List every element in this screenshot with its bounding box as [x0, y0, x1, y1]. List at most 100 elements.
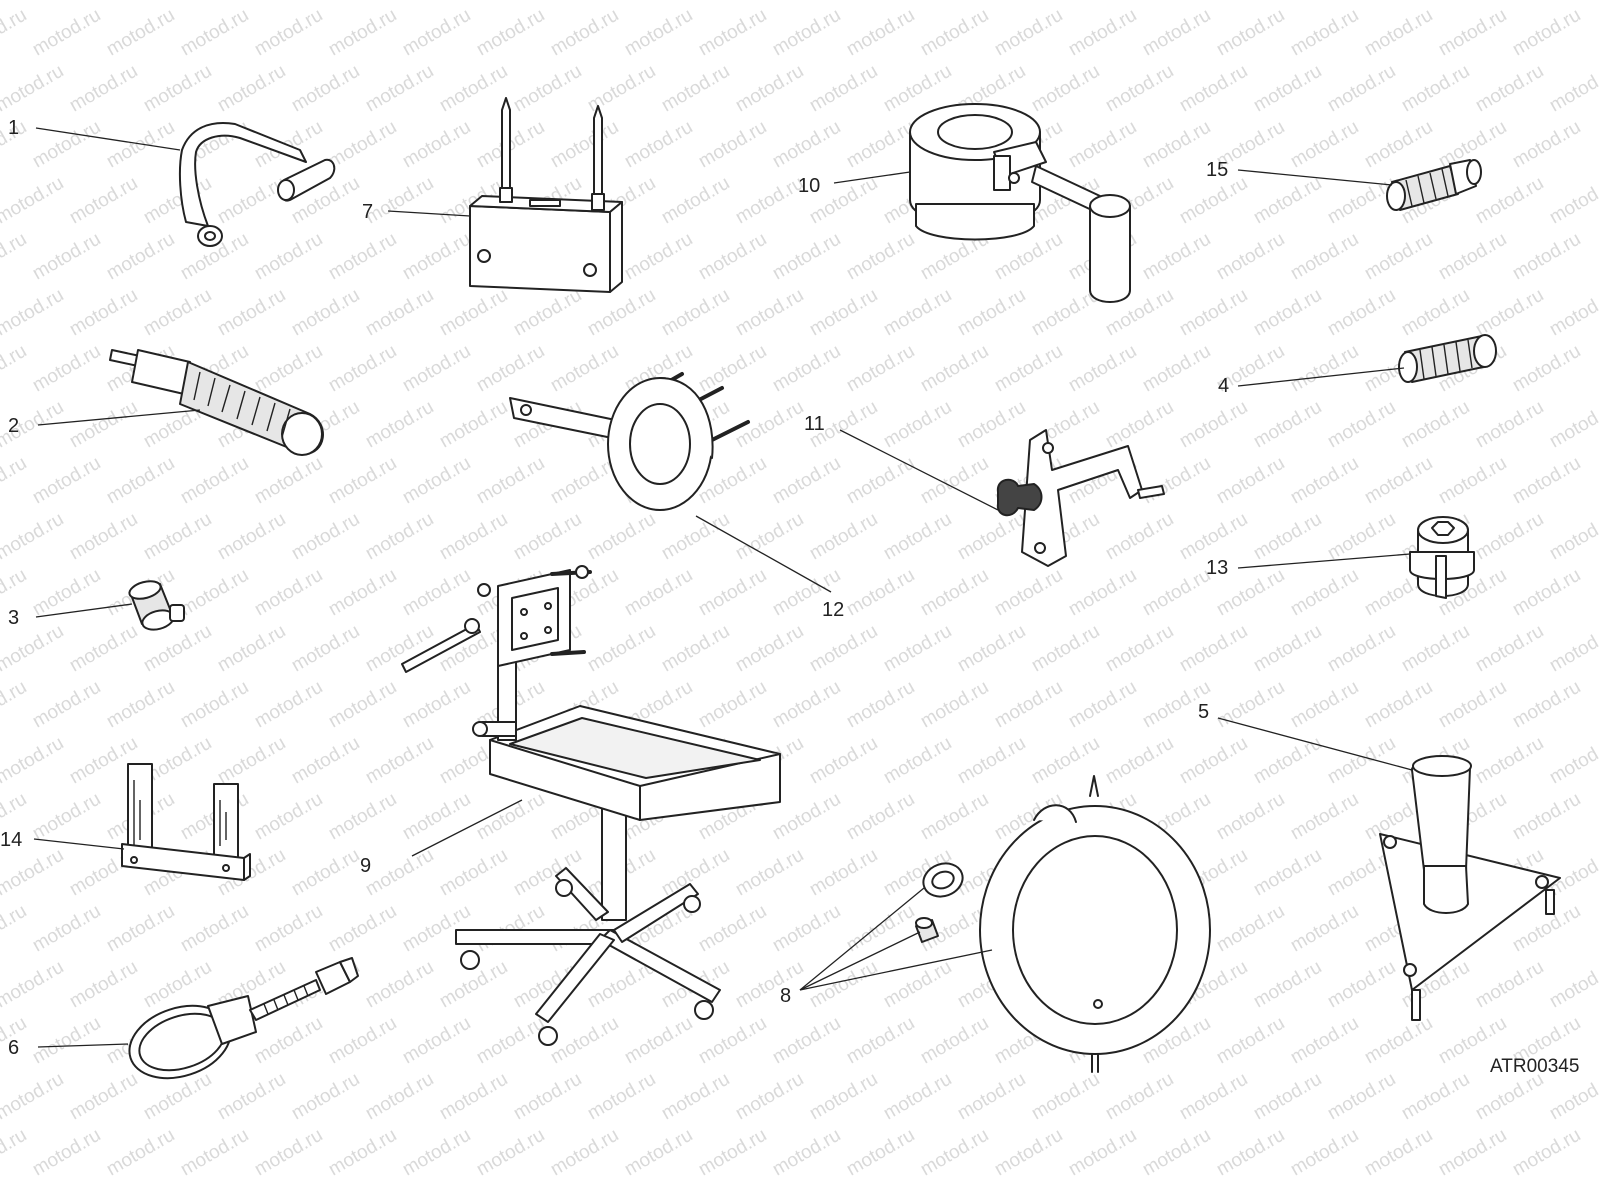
watermark-text: motod.ru [695, 901, 770, 957]
watermark-text: motod.ru [658, 621, 733, 677]
tool-5-triangle-base [1379, 755, 1561, 1021]
watermark-text: motod.ru [1472, 733, 1547, 789]
watermark-text: motod.ru [214, 621, 289, 677]
watermark-text: motod.ru [288, 61, 363, 117]
watermark-text: motod.ru [0, 341, 30, 397]
callout-15: 15 [1206, 159, 1228, 181]
watermark-text: motod.ru [991, 1125, 1066, 1181]
watermark-text: motod.ru [399, 453, 474, 509]
watermark-text: motod.ru [1509, 341, 1584, 397]
watermark-text: motod.ru [0, 285, 67, 341]
watermark-text: motod.ru [325, 341, 400, 397]
watermark-text: motod.ru [214, 733, 289, 789]
watermark-text: motod.ru [1509, 5, 1584, 61]
watermark-text: motod.ru [1361, 677, 1436, 733]
watermark-text: motod.ru [436, 509, 511, 565]
watermark-text: motod.ru [1287, 5, 1362, 61]
watermark-text: motod.ru [806, 1069, 881, 1125]
watermark-text: motod.ru [251, 341, 326, 397]
watermark-text: motod.ru [1139, 229, 1214, 285]
tool-6-strap-wrench [128, 957, 359, 1080]
watermark-text: motod.ru [29, 565, 104, 621]
watermark-text: motod.ru [1435, 5, 1510, 61]
watermark-text: motod.ru [547, 341, 622, 397]
watermark-text: motod.ru [917, 1125, 992, 1181]
watermark-text: motod.ru [1324, 957, 1399, 1013]
watermark-text: motod.ru [325, 901, 400, 957]
watermark-text: motod.ru [251, 789, 326, 845]
watermark-text: motod.ru [1472, 621, 1547, 677]
watermark-text: motod.ru [103, 677, 178, 733]
watermark-text: motod.ru [1176, 733, 1251, 789]
watermark-text: motod.ru [177, 453, 252, 509]
watermark-text: motod.ru [1139, 117, 1214, 173]
watermark-text: motod.ru [1065, 1125, 1140, 1181]
watermark-text: motod.ru [806, 845, 881, 901]
tool-3-knurled-sleeve [128, 580, 185, 631]
watermark-text: motod.ru [29, 901, 104, 957]
watermark-text: motod.ru [1546, 1069, 1600, 1125]
watermark-text: motod.ru [1435, 677, 1510, 733]
watermark-text: motod.ru [1102, 397, 1177, 453]
watermark-text: motod.ru [1435, 1125, 1510, 1181]
watermark-text: motod.ru [140, 61, 215, 117]
watermark-text: motod.ru [1472, 957, 1547, 1013]
watermark-text: motod.ru [177, 1125, 252, 1181]
watermark-text: motod.ru [473, 341, 548, 397]
watermark-text: motod.ru [732, 845, 807, 901]
watermark-text: motod.ru [251, 901, 326, 957]
watermark-text: motod.ru [769, 677, 844, 733]
watermark-text: motod.ru [769, 5, 844, 61]
watermark-text: motod.ru [732, 173, 807, 229]
watermark-text: motod.ru [1250, 285, 1325, 341]
watermark-text: motod.ru [510, 1069, 585, 1125]
watermark-text: motod.ru [362, 733, 437, 789]
watermark-text: motod.ru [621, 565, 696, 621]
watermark-text: motod.ru [1509, 117, 1584, 173]
watermark-text: motod.ru [325, 789, 400, 845]
watermark-text: motod.ru [1287, 229, 1362, 285]
watermark-text: motod.ru [1028, 733, 1103, 789]
watermark-text: motod.ru [584, 621, 659, 677]
watermark-text: motod.ru [880, 509, 955, 565]
watermark-text: motod.ru [0, 621, 67, 677]
watermark-text: motod.ru [695, 1013, 770, 1069]
watermark-text: motod.ru [362, 397, 437, 453]
watermark-text: motod.ru [0, 229, 30, 285]
watermark-text: motod.ru [880, 621, 955, 677]
watermark-text: motod.ru [658, 509, 733, 565]
watermark-text: motod.ru [1028, 61, 1103, 117]
watermark-text: motod.ru [0, 677, 30, 733]
watermark-text: motod.ru [214, 509, 289, 565]
watermark-text: motod.ru [177, 677, 252, 733]
tool-2-knurled-drift [109, 349, 324, 456]
watermark-text: motod.ru [1472, 1069, 1547, 1125]
watermark-text: motod.ru [843, 1013, 918, 1069]
watermark-text: motod.ru [140, 509, 215, 565]
watermark-text: motod.ru [251, 5, 326, 61]
watermark-text: motod.ru [843, 901, 918, 957]
callout-4: 4 [1218, 375, 1229, 397]
watermark-text: motod.ru [140, 285, 215, 341]
watermark-text: motod.ru [473, 901, 548, 957]
callout-8: 8 [780, 985, 791, 1007]
watermark-text: motod.ru [1213, 901, 1288, 957]
watermark-text: motod.ru [621, 1013, 696, 1069]
watermark-text: motod.ru [1176, 621, 1251, 677]
watermark-text: motod.ru [621, 229, 696, 285]
watermark-text: motod.ru [29, 117, 104, 173]
watermark-text: motod.ru [1213, 789, 1288, 845]
watermark-text: motod.ru [29, 341, 104, 397]
watermark-text: motod.ru [1398, 397, 1473, 453]
callout-7: 7 [362, 201, 373, 223]
watermark-text: motod.ru [1509, 1125, 1584, 1181]
callout-13: 13 [1206, 557, 1228, 579]
watermark-text: motod.ru [473, 5, 548, 61]
watermark-text: motod.ru [1213, 453, 1288, 509]
watermark-text: motod.ru [1213, 1013, 1288, 1069]
tool-12-ring-fixture [509, 372, 750, 511]
watermark-text: motod.ru [1102, 733, 1177, 789]
watermark-text: motod.ru [325, 229, 400, 285]
watermark-text: motod.ru [1398, 285, 1473, 341]
watermark-text: motod.ru [0, 733, 67, 789]
